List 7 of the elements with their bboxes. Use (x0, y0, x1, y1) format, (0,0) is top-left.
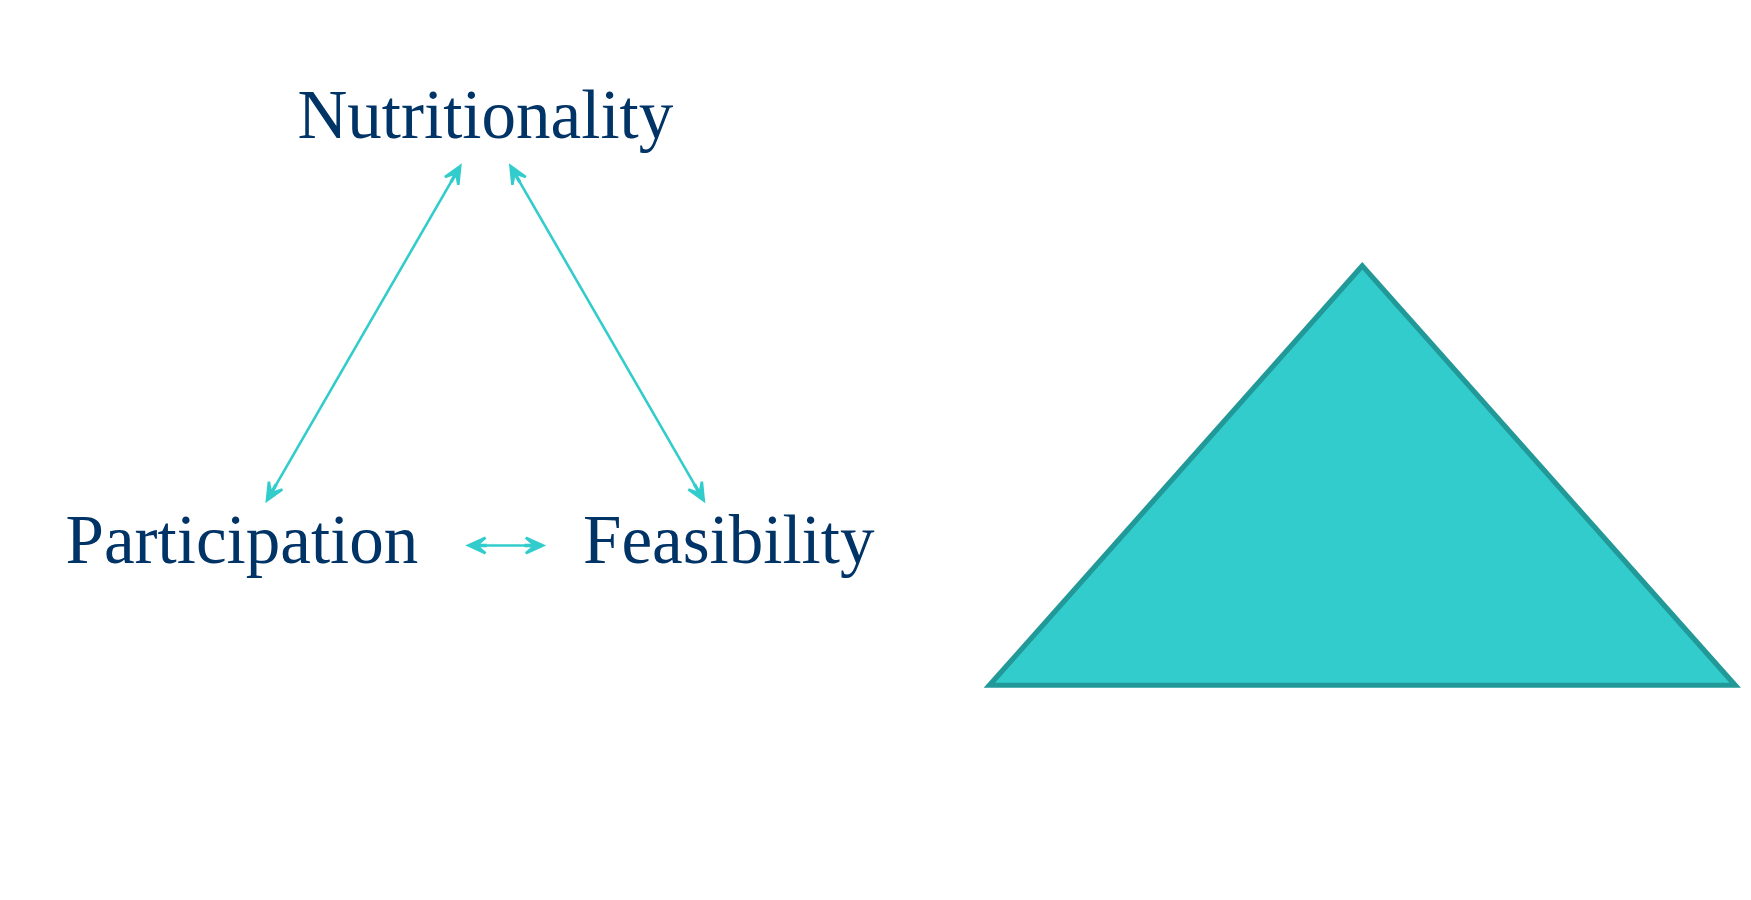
node-triangle (983, 261, 1741, 688)
arrow (466, 535, 545, 554)
node-text: Participation (65, 500, 419, 578)
arrow (509, 164, 706, 502)
node-text: Feasibility (583, 500, 875, 578)
arrow (265, 164, 462, 502)
node-text: Nutritionality (297, 75, 674, 153)
